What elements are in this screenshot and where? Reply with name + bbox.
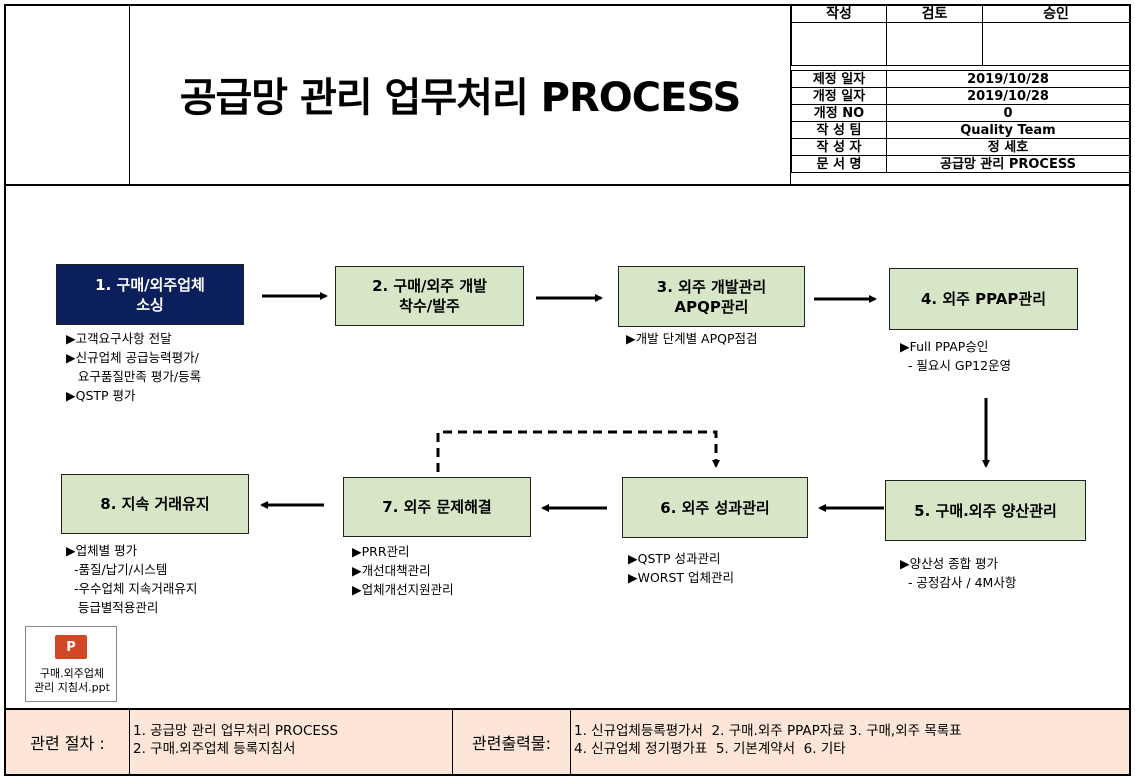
footer-procedures-label: 관련 절차 : [30,734,105,753]
approval-table: 작성 검토 승인 [791,5,1130,66]
footer-divider-2 [452,709,453,774]
step-2-box: 2. 구매/외주 개발 착수/발주 [335,266,524,326]
approval-sign-approve[interactable] [982,22,1130,66]
step-8-note: ▶업체별 평가 -품질/납기/시스템 -우수업체 지속거래유지 등급별적용관리 [66,543,198,615]
footer-divider-1 [129,709,130,774]
info-label: 문 서 명 [791,155,887,173]
footer-output-1: 1. 신규업체등록평가서 2. 구매.외주 PPAP자료 3. 구매,외주 목록… [574,723,962,739]
footer-outputs-label: 관련출력물: [472,734,551,753]
footer-procedure-2: 2. 구매.외주업체 등록지침서 [133,741,296,757]
document-frame [4,4,1131,776]
info-label: 개정 일자 [791,87,887,105]
approval-sign-author[interactable] [791,22,887,66]
header-left-divider [129,4,130,185]
approval-label-review: 검토 [886,5,983,23]
info-value: 2019/10/28 [886,87,1130,105]
footer-output-2: 4. 신규업체 정기평가표 5. 기본계약서 6. 기타 [574,741,846,757]
document-info-table: 제정 일자 2019/10/28 개정 일자 2019/10/28 개정 NO … [791,70,1130,173]
footer-divider-3 [570,709,571,774]
step-6-box: 6. 외주 성과관리 [622,477,808,538]
info-value: 공급망 관리 PROCESS [886,155,1130,173]
info-label: 작 성 자 [791,138,887,156]
step-1-note: ▶고객요구사항 전달 ▶신규업체 공급능력평가/ 요구품질만족 평가/등록 ▶Q… [66,331,202,403]
approval-sign-review[interactable] [886,22,983,66]
header-bottom-line [4,184,1131,186]
step-3-note: ▶개발 단계별 APQP점검 [626,331,758,346]
step-4-note: ▶Full PPAP승인 - 필요시 GP12운영 [900,339,1012,373]
step-3-box: 3. 외주 개발관리 APQP관리 [618,266,805,327]
step-4-box: 4. 외주 PPAP관리 [889,268,1078,330]
step-7-box: 7. 외주 문제해결 [343,477,531,537]
page-title: 공급망 관리 업무처리 PROCESS [179,75,742,121]
footer-procedure-1: 1. 공급망 관리 업무처리 PROCESS [133,723,339,739]
step-5-note: ▶양산성 종합 평가 - 공정감사 / 4M사항 [900,556,1017,590]
attachment-ppt[interactable]: P 구매.외주업체 관리 지침서.ppt [25,626,117,702]
attachment-label: 구매.외주업체 관리 지침서.ppt [34,667,110,694]
powerpoint-icon: P [55,635,87,659]
step-5-box: 5. 구매.외주 양산관리 [885,480,1086,541]
header-right-divider [790,4,791,185]
info-label: 개정 NO [791,104,887,122]
step-8-box: 8. 지속 거래유지 [61,474,249,534]
step-6-note: ▶QSTP 성과관리 ▶WORST 업체관리 [628,551,735,585]
footer [6,708,1129,774]
feedback-dashed-7-to-6 [436,430,720,472]
step-7-note: ▶PRR관리 ▶개선대책관리 ▶업체개선지원관리 [352,544,454,597]
step-1-box: 1. 구매/외주업체 소싱 [56,264,244,325]
